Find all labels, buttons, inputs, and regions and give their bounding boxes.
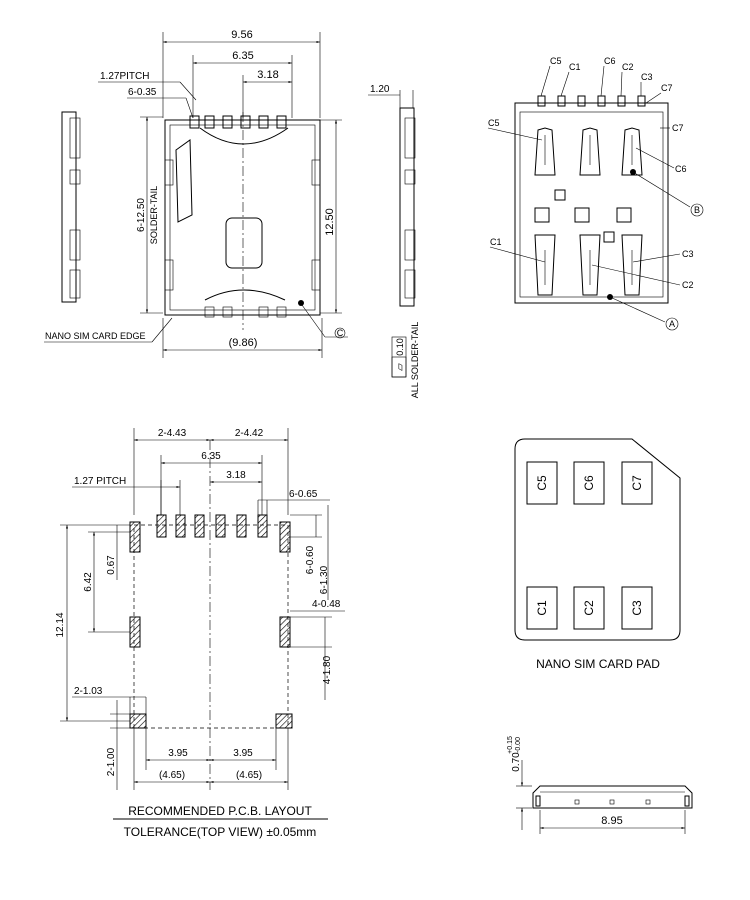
front-body [532,785,693,809]
pcb-tolerance: TOLERANCE(TOP VIEW) ±0.05mm [124,825,317,839]
dim-half-pitch: 3.18 [257,69,278,81]
pcb-corner-pad-right [275,713,293,729]
marker-a-circle [665,317,679,331]
center-window [225,217,263,269]
side-pad-height: 4-1.80 [322,655,333,684]
contact-top-c1: C1 [569,62,581,72]
side-pad-width: 4-0.48 [312,599,341,610]
contact-top-c3: C3 [641,72,653,82]
marker-c: C [337,328,344,338]
corner-pad-width: 2-1.03 [74,686,103,697]
pcb-pitch-label: 1.27 PITCH [74,476,126,487]
sim-pad-c5 [526,461,558,505]
pcb-layout: 2-4.43 2-4.42 6.35 3.18 1.27 PITCH 6-0.6… [55,428,345,839]
dim-395-left: 3.95 [168,748,188,759]
dim-height-tail-note: SOLDER-TAIL [149,186,159,244]
top-view: 9.56 6.35 3.18 1.27PITCH 6-0.35 [44,29,348,358]
sim-pad-caption: NANO SIM CARD PAD [536,657,660,671]
dim-thickness: 1.20 [370,84,390,95]
front-tol-minus: -0.00 [515,737,522,753]
pad-row: 6-1.30 [319,565,330,594]
dim-left-span: 2-4.43 [158,428,187,439]
bottom-pins [204,306,287,318]
front-dim-height: 0.70 [511,752,522,772]
top-cutout [199,127,289,145]
sim-pad-label-c5: C5 [535,475,549,491]
contact-top-c5: C5 [550,56,562,66]
dim-outer-pitch: 6.35 [232,50,253,62]
connector-body [164,119,321,316]
front-dim-length: 8.95 [601,815,622,827]
contact-top-c6: C6 [604,56,616,66]
sim-pad-c3 [621,586,653,630]
sim-pad-label-c2: C2 [582,600,596,616]
pcb-outline [133,524,289,729]
dim-right-span: 2-4.42 [235,428,264,439]
sim-pad-label-c1: C1 [535,600,549,616]
label-c2: C2 [682,280,694,290]
sim-pad-label-c7: C7 [630,475,644,491]
sim-pad-c6 [573,461,605,505]
dim-067: 0.67 [106,555,117,575]
marker-a: A [669,319,675,329]
top-pins [189,115,287,129]
nano-sim-card-pad: C5 C6 C7 C1 C2 C3 NANO SIM CARD PAD [514,438,681,671]
label-c3: C3 [682,249,694,259]
pcb-corner-pad-left [129,713,147,729]
pcb-dim-outer-pitch: 6.35 [201,451,221,462]
dim-height: 12.50 [324,208,336,236]
flatness-value: 0.10 [395,338,405,356]
label-c1: C1 [490,237,502,247]
dim-width: 9.56 [231,29,252,41]
pcb-top-pads [129,514,291,553]
contact-top-c2: C2 [622,62,634,72]
spring-arm [175,139,193,223]
connector-inner-frame [169,124,316,311]
dim-card-width: (9.86) [229,337,258,349]
dim-465-left: (4.65) [159,770,185,781]
pad-width: 6-0.65 [289,489,318,500]
front-view: 0.70 +0.15 -0.00 8.95 [507,736,693,834]
pin-width: 6-0.35 [128,87,157,98]
pcb-title: RECOMMENDED P.C.B. LAYOUT [128,804,312,818]
marker-b: B [694,205,700,215]
pitch-label: 1.27PITCH [100,71,149,82]
left-side-view [61,111,81,303]
marker-b-circle [690,203,704,217]
dim-465-right: (4.65) [236,770,262,781]
dim-height-tail: 6-12.50 [136,198,147,232]
bottom-cutout [204,289,286,301]
sim-pad-label-c3: C3 [630,600,644,616]
front-tol-plus: +0.15 [507,736,514,754]
pcb-dim-half-pitch: 3.18 [226,470,246,481]
bottom-view-body [514,102,669,304]
bottom-view: C5 C1 C6 C2 C3 C7 [487,56,704,331]
label-c7-side: C7 [672,123,684,133]
pin1-marker-dot [298,300,304,306]
pcb-side-pad-left [129,616,141,648]
contacts-lower [534,234,643,296]
label-c5: C5 [488,118,500,128]
sim-pad-c2 [573,586,605,630]
sim-pad-c1 [526,586,558,630]
dim-395-right: 3.95 [233,748,253,759]
label-c6: C6 [675,164,687,174]
contact-top-c7: C7 [661,83,673,93]
corner-pad-height: 2-1.00 [106,747,117,776]
sim-card-outline [514,438,681,641]
flatness-symbol: ▱ [395,363,406,371]
flatness-note: ALL SOLDER-TAIL [410,322,420,399]
contacts-upper [534,127,643,176]
dim-642: 6.42 [83,572,94,592]
right-side-view: 1.20 ▱ 0.10 ALL SOLDER-TAIL [368,84,420,398]
marker-c-circle [334,327,346,339]
sim-pad-label-c6: C6 [582,475,596,491]
card-edge-label: NANO SIM CARD EDGE [45,331,146,341]
pcb-side-pad-right [279,616,291,648]
dim-1214: 12.14 [55,612,66,637]
sim-pad-c7 [621,461,653,505]
pad-length: 6-0.60 [305,545,316,574]
